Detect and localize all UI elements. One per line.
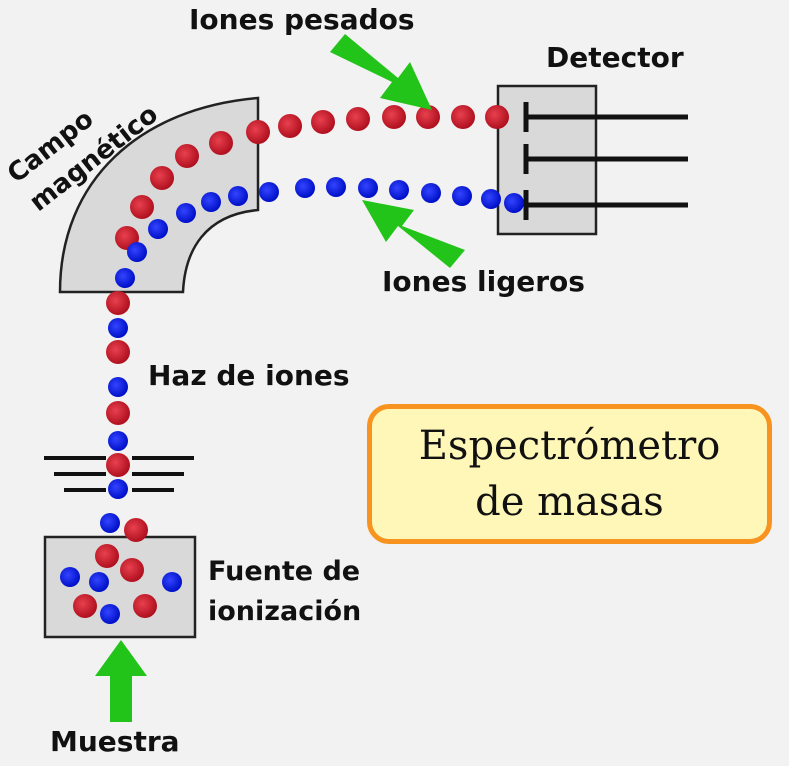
green-arrow-icon: [362, 200, 465, 268]
heavy-ion: [130, 195, 154, 219]
ground-plates-icon: [44, 456, 194, 492]
light-ion: [389, 180, 409, 200]
heavy-ion: [451, 105, 475, 129]
light-ion: [201, 192, 221, 212]
light-ion: [421, 183, 441, 203]
magnetic-field-tube: [58, 96, 260, 294]
heavy-ion: [150, 166, 174, 190]
light-ion: [228, 186, 248, 206]
heavy-ion: [382, 105, 406, 129]
ion-source-label-line2: ionización: [208, 596, 362, 627]
heavy-ion: [485, 105, 509, 129]
light-ion: [326, 177, 346, 197]
light-ion: [108, 377, 128, 397]
heavy-ion: [106, 291, 130, 315]
heavy-ion: [106, 453, 130, 477]
light-ion: [295, 178, 315, 198]
light-ion: [259, 182, 279, 202]
heavy-ion-stream: [73, 105, 509, 618]
heavy-ion: [106, 340, 130, 364]
light-ions-label: Iones ligeros: [382, 265, 585, 298]
heavy-ion: [346, 107, 370, 131]
light-ion: [148, 219, 168, 239]
light-ion: [89, 572, 109, 592]
title-box: Espectrómetro de masas: [367, 404, 772, 544]
light-ion: [358, 178, 378, 198]
title-line2: de masas: [475, 479, 664, 525]
heavy-ion: [278, 114, 302, 138]
sample-label: Muestra: [50, 725, 180, 758]
green-arrow-icon: [95, 640, 147, 722]
light-ion: [108, 318, 128, 338]
heavy-ion: [133, 594, 157, 618]
green-arrow-icon: [330, 34, 432, 110]
heavy-ion: [124, 518, 148, 542]
light-ion: [481, 189, 501, 209]
ion-source-label: Fuente de ionización: [208, 552, 361, 632]
heavy-ion: [106, 401, 130, 425]
light-ion: [452, 186, 472, 206]
detector-label: Detector: [546, 41, 684, 74]
ion-source-label-line1: Fuente de: [208, 556, 361, 587]
heavy-ion: [311, 110, 335, 134]
light-ion-stream: [60, 177, 524, 624]
heavy-ions-label: Iones pesados: [189, 3, 415, 36]
light-ion: [100, 604, 120, 624]
light-ion: [100, 513, 120, 533]
light-ion: [176, 203, 196, 223]
heavy-ion: [209, 131, 233, 155]
title-line1: Espectrómetro: [418, 423, 721, 469]
heavy-ion: [246, 120, 270, 144]
ion-beam-label: Haz de iones: [148, 359, 350, 392]
light-ion: [60, 567, 80, 587]
heavy-ion: [416, 105, 440, 129]
detector: [496, 84, 688, 236]
heavy-ion: [120, 558, 144, 582]
heavy-ion: [175, 144, 199, 168]
light-ion: [115, 268, 135, 288]
light-ion: [108, 431, 128, 451]
heavy-ion: [73, 594, 97, 618]
light-ion: [108, 479, 128, 499]
light-ion: [127, 242, 147, 262]
light-ion: [504, 193, 524, 213]
light-ion: [162, 572, 182, 592]
heavy-ion: [95, 544, 119, 568]
